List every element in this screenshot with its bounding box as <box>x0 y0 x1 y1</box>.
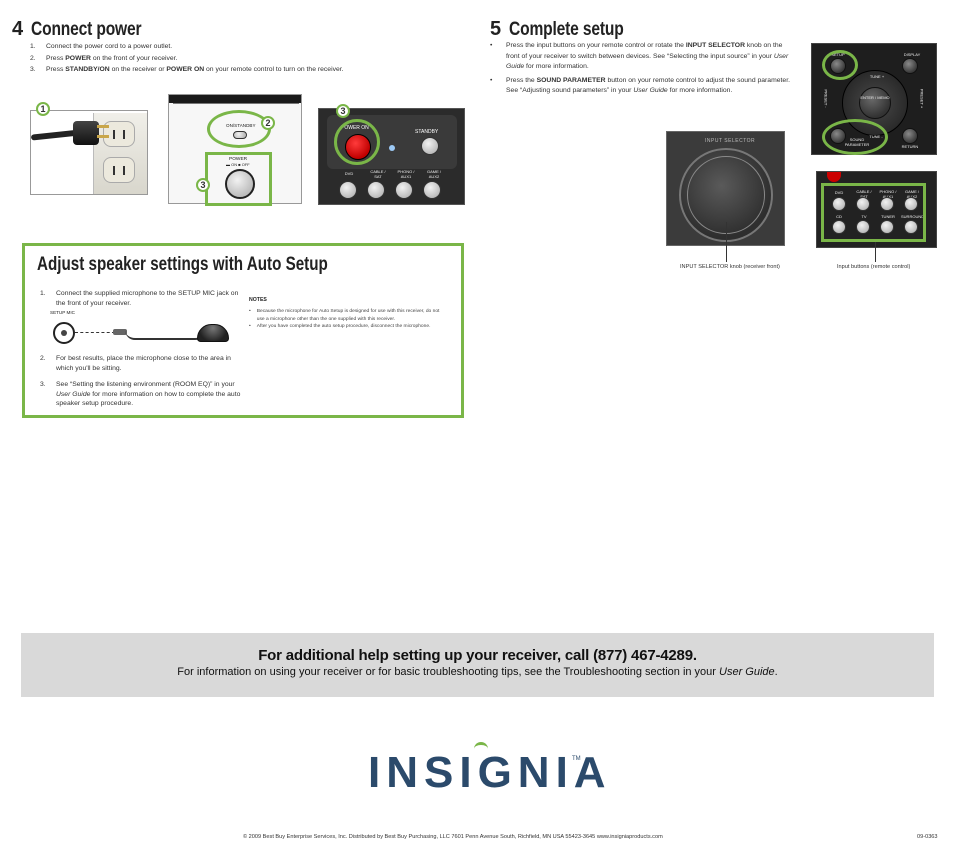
setup-mic-label: SETUP MIC <box>50 310 75 315</box>
step-badge-2b: 3 <box>196 178 210 192</box>
remote-round-button <box>856 220 870 234</box>
remote-round-button <box>904 197 918 211</box>
remote-round-button <box>880 220 894 234</box>
power-plug <box>73 121 99 145</box>
insignia-logo: INSIGNIA <box>368 748 612 797</box>
power-button-highlight <box>205 152 272 206</box>
footer-code: 09-0363 <box>917 834 938 840</box>
input-label: DVD <box>834 190 844 195</box>
remote-round-button <box>423 181 441 199</box>
list-item: •Press the input buttons on your remote … <box>490 42 789 70</box>
dvd-label: DVD <box>344 171 354 176</box>
remote-round-button <box>395 181 413 199</box>
notes-title: NOTES <box>249 297 267 303</box>
list-item: 2.Press POWER on the front of your recei… <box>30 54 178 62</box>
help-banner: For additional help setting up your rece… <box>21 633 934 697</box>
mic-jack <box>53 322 75 344</box>
cable-sat-label: CABLE / SAT <box>370 169 386 179</box>
list-item: •After you have completed the auto setup… <box>249 324 431 330</box>
step-badge-2a: 2 <box>261 116 275 130</box>
return-button <box>902 128 918 144</box>
standby-label: STANDBY <box>415 129 439 135</box>
remote-round-button <box>832 220 846 234</box>
outlet-socket-bottom <box>103 157 135 183</box>
enter-button <box>859 87 891 119</box>
remote-power-photo: POWER ON STANDBY DVD CABLE / SAT PHONO /… <box>318 108 465 205</box>
return-label: RETURN <box>901 144 919 149</box>
mic-plug <box>113 329 127 335</box>
complete-setup-bullets: •Press the input buttons on your remote … <box>490 41 795 100</box>
sound-parameter-highlight <box>822 119 888 155</box>
logo-accent-arc <box>474 742 488 750</box>
complete-setup-heading: 5 Complete setup <box>490 18 649 41</box>
on-off-label: ▬ ON ■ OFF <box>226 162 250 167</box>
buttons-caption-leader <box>875 242 876 262</box>
knob-caption: INPUT SELECTOR knob (receiver front) <box>680 264 780 270</box>
list-item: 1.Connect the power cord to a power outl… <box>30 43 173 50</box>
power-label: POWER <box>229 157 248 162</box>
remote-round-button <box>367 181 385 199</box>
tune-up-label: TUNE + <box>869 74 885 79</box>
list-item: •Press the SOUND PARAMETER button on you… <box>490 76 790 95</box>
remote-round-button <box>832 197 846 211</box>
indicator-light <box>389 145 395 151</box>
phono-aux1-label: PHONO / AUX1 <box>397 169 415 179</box>
help-title: For additional help setting up your rece… <box>258 647 697 664</box>
help-subtitle: For information on using your receiver o… <box>177 666 778 678</box>
input-label: CD <box>836 214 842 219</box>
step-number: 4 <box>12 18 24 40</box>
mic-cable <box>125 330 205 340</box>
auto-setup-step-1: 1.Connect the supplied microphone to the… <box>40 290 239 307</box>
auto-setup-title: Adjust speaker settings with Auto Setup <box>37 254 328 275</box>
step-badge-3: 3 <box>336 104 350 118</box>
input-label: GAME / AUX2 <box>904 189 919 199</box>
game-aux2-label: GAME / AUX2 <box>426 169 441 179</box>
section-title: Complete setup <box>509 19 624 40</box>
remote-round-button <box>880 197 894 211</box>
trademark: TM <box>572 756 581 762</box>
remote-round-button <box>339 181 357 199</box>
setup-button-highlight <box>822 50 858 80</box>
footer-copyright: © 2009 Best Buy Enterprise Services, Inc… <box>243 834 663 840</box>
remote-round-button <box>904 220 918 234</box>
input-label: TUNER <box>881 214 895 219</box>
standby-button <box>421 137 439 155</box>
auto-setup-box: Adjust speaker settings with Auto Setup … <box>22 243 464 418</box>
input-label: CABLE / SAT <box>856 189 872 199</box>
section-title: Connect power <box>31 19 142 40</box>
step-badge-1: 1 <box>36 102 50 116</box>
input-buttons-highlight <box>821 183 926 242</box>
input-label: SURROUND <box>901 214 925 219</box>
power-on-highlight <box>334 119 380 165</box>
display-button <box>902 58 918 74</box>
buttons-caption: Input buttons (remote control) <box>837 264 911 270</box>
connect-power-heading: 4 Connect power <box>12 18 166 41</box>
input-label: TV <box>861 214 867 219</box>
microphone <box>197 324 229 342</box>
remote-round-button <box>856 197 870 211</box>
input-selector-label: INPUT SELECTOR <box>705 138 756 144</box>
input-label: PHONO / AUX1 <box>879 189 897 199</box>
power-outlet-photo <box>30 110 148 195</box>
knob-caption-leader <box>726 222 727 262</box>
connect-power-steps: 1.Connect the power cord to a power outl… <box>30 41 450 76</box>
power-button <box>225 169 255 199</box>
preset-minus-label: PRESET - <box>823 89 829 108</box>
mic-plug-guide <box>75 332 115 333</box>
preset-plus-label: PRESET + <box>919 88 925 109</box>
auto-setup-step-3: 3.See “Setting the listening environment… <box>40 381 241 407</box>
display-label: DISPLAY <box>903 52 921 57</box>
on-standby-highlight <box>207 110 271 148</box>
enter-label: ENTER / MEMO <box>860 95 890 100</box>
auto-setup-step-2: 2.For best results, place the microphone… <box>40 355 231 372</box>
step-number: 5 <box>490 18 502 40</box>
notes-list: •Because the microphone for Auto Setup i… <box>249 308 441 331</box>
list-item: •Because the microphone for Auto Setup i… <box>249 309 440 322</box>
list-item: 3.Press STANDBY/ON on the receiver or PO… <box>30 66 344 73</box>
